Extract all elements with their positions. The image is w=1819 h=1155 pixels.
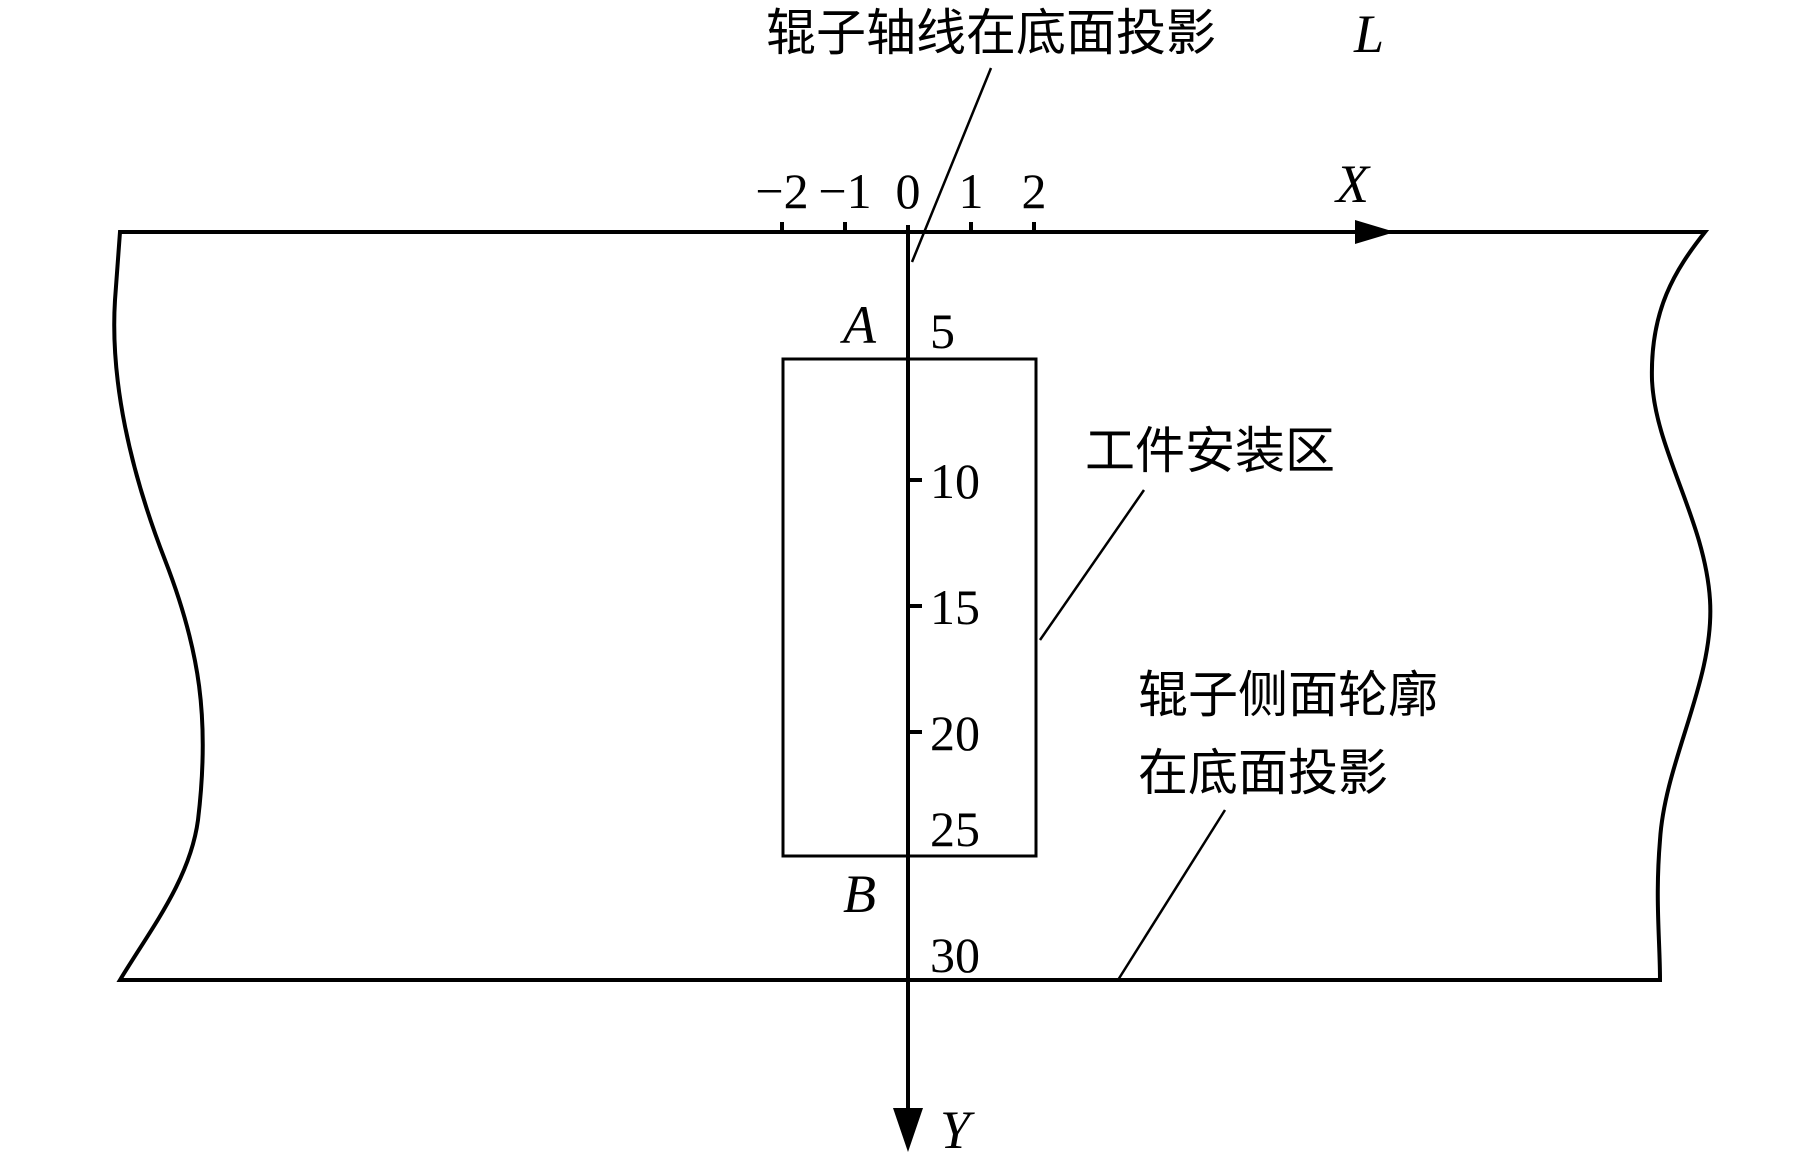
point-b-label: B [843,864,876,924]
roller-contour-outline [112,230,1713,982]
x-tick-label-0: 0 [896,163,921,219]
x-tick-label-minus1: −1 [818,163,871,219]
side-contour-label-line2: 在底面投影 [1138,744,1388,802]
y-tick-marks [908,478,922,734]
y-tick-label-5: 5 [930,303,955,359]
y-tick-label-15: 15 [930,579,980,635]
y-axis-label: Y [940,1100,975,1155]
contour-leader [1116,809,1227,981]
x-axis-label: X [1334,154,1371,214]
install-zone-label: 工件安装区 [1085,422,1335,480]
x-tick-label-1: 1 [959,163,984,219]
install-zone-rect [781,357,1038,858]
x-tick-label-2: 2 [1022,163,1047,219]
side-contour-label-line1: 辊子侧面轮廓 [1138,666,1438,724]
axis-line-symbol: L [1353,4,1384,64]
axis-line-title: 辊子轴线在底面投影 [766,4,1216,62]
point-a-label: A [840,295,877,355]
y-axis-arrowhead [893,1108,923,1152]
y-tick-label-10: 10 [930,453,980,509]
x-axis-arrowhead [1355,220,1395,244]
y-tick-label-30: 30 [930,927,980,983]
x-tick-label-minus2: −2 [755,163,808,219]
axis-line-leader [910,67,993,263]
y-tick-label-25: 25 [930,801,980,857]
x-tick-marks [780,222,1036,232]
install-zone-leader [1038,489,1146,641]
y-tick-label-20: 20 [930,705,980,761]
